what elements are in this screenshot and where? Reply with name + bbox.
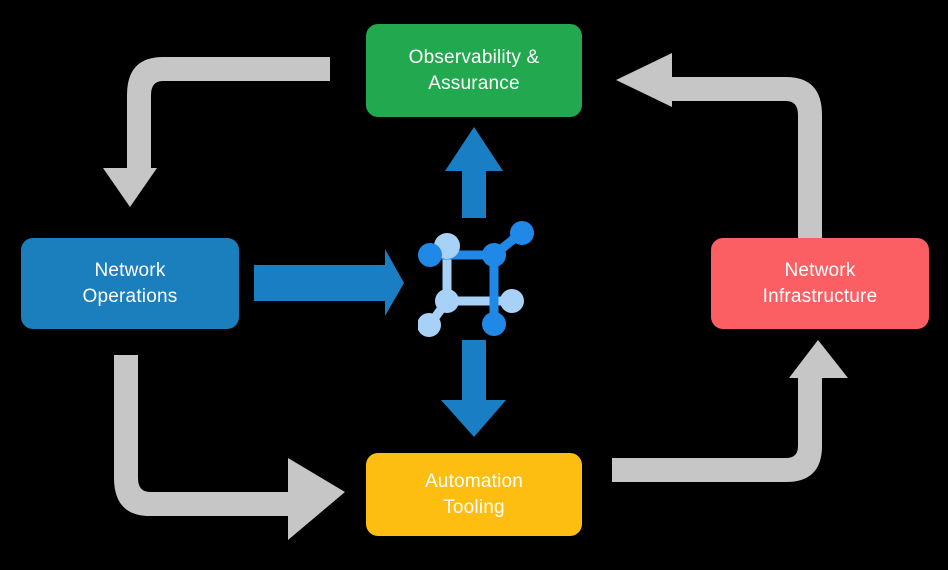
cycle-arrow-automation-to-infrastructure	[612, 340, 848, 482]
center-arrow-right	[254, 249, 404, 316]
topology-nodes-secondary	[418, 233, 524, 337]
node-network-operations[interactable]: Network Operations	[21, 238, 239, 329]
cycle-arrow-infrastructure-to-observability	[616, 53, 822, 238]
node-observability-assurance[interactable]: Observability & Assurance	[366, 24, 582, 117]
cycle-arrow-observability-to-operations	[103, 57, 330, 207]
topology-nodes-primary	[418, 221, 534, 336]
network-topology-icon	[418, 221, 534, 337]
node-automation-tooling[interactable]: Automation Tooling	[366, 453, 582, 536]
center-arrow-down	[441, 340, 506, 437]
node-network-infrastructure[interactable]: Network Infrastructure	[711, 238, 929, 329]
center-arrow-up	[445, 127, 503, 218]
cycle-arrow-operations-to-automation	[114, 355, 345, 540]
